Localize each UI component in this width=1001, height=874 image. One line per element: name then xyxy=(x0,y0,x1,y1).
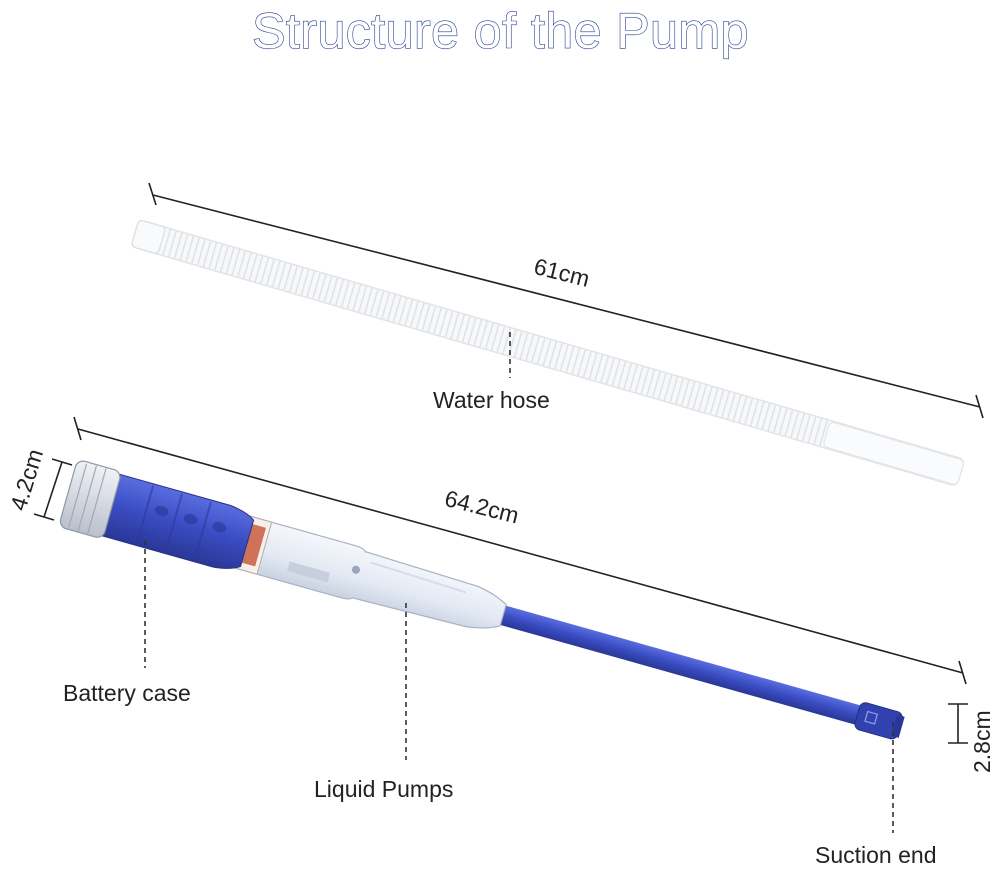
handle-diameter-dimension xyxy=(33,458,73,521)
liquid-pumps-label: Liquid Pumps xyxy=(314,776,453,802)
battery-cap xyxy=(59,460,121,538)
suction-end-label: Suction end xyxy=(815,842,936,868)
tip-diameter-dimension xyxy=(948,703,968,744)
handle-diameter-label: 4.2cm xyxy=(5,446,48,514)
battery-case-label: Battery case xyxy=(63,680,191,706)
battery-case-grip xyxy=(99,472,255,569)
pump-body xyxy=(228,513,507,629)
hose-length-label: 61cm xyxy=(531,253,592,292)
suction-end xyxy=(854,702,905,740)
pump xyxy=(59,460,905,740)
hose-length-dimension xyxy=(148,182,984,419)
pump-length-label: 64.2cm xyxy=(442,485,521,528)
suction-tube xyxy=(490,603,869,726)
water-hose-label: Water hose xyxy=(433,387,550,413)
page-title: Structure of the Pump xyxy=(251,2,749,59)
pump-length-dimension xyxy=(73,416,967,685)
water-hose xyxy=(131,219,965,486)
tip-diameter-label: 2.8cm xyxy=(969,710,995,773)
